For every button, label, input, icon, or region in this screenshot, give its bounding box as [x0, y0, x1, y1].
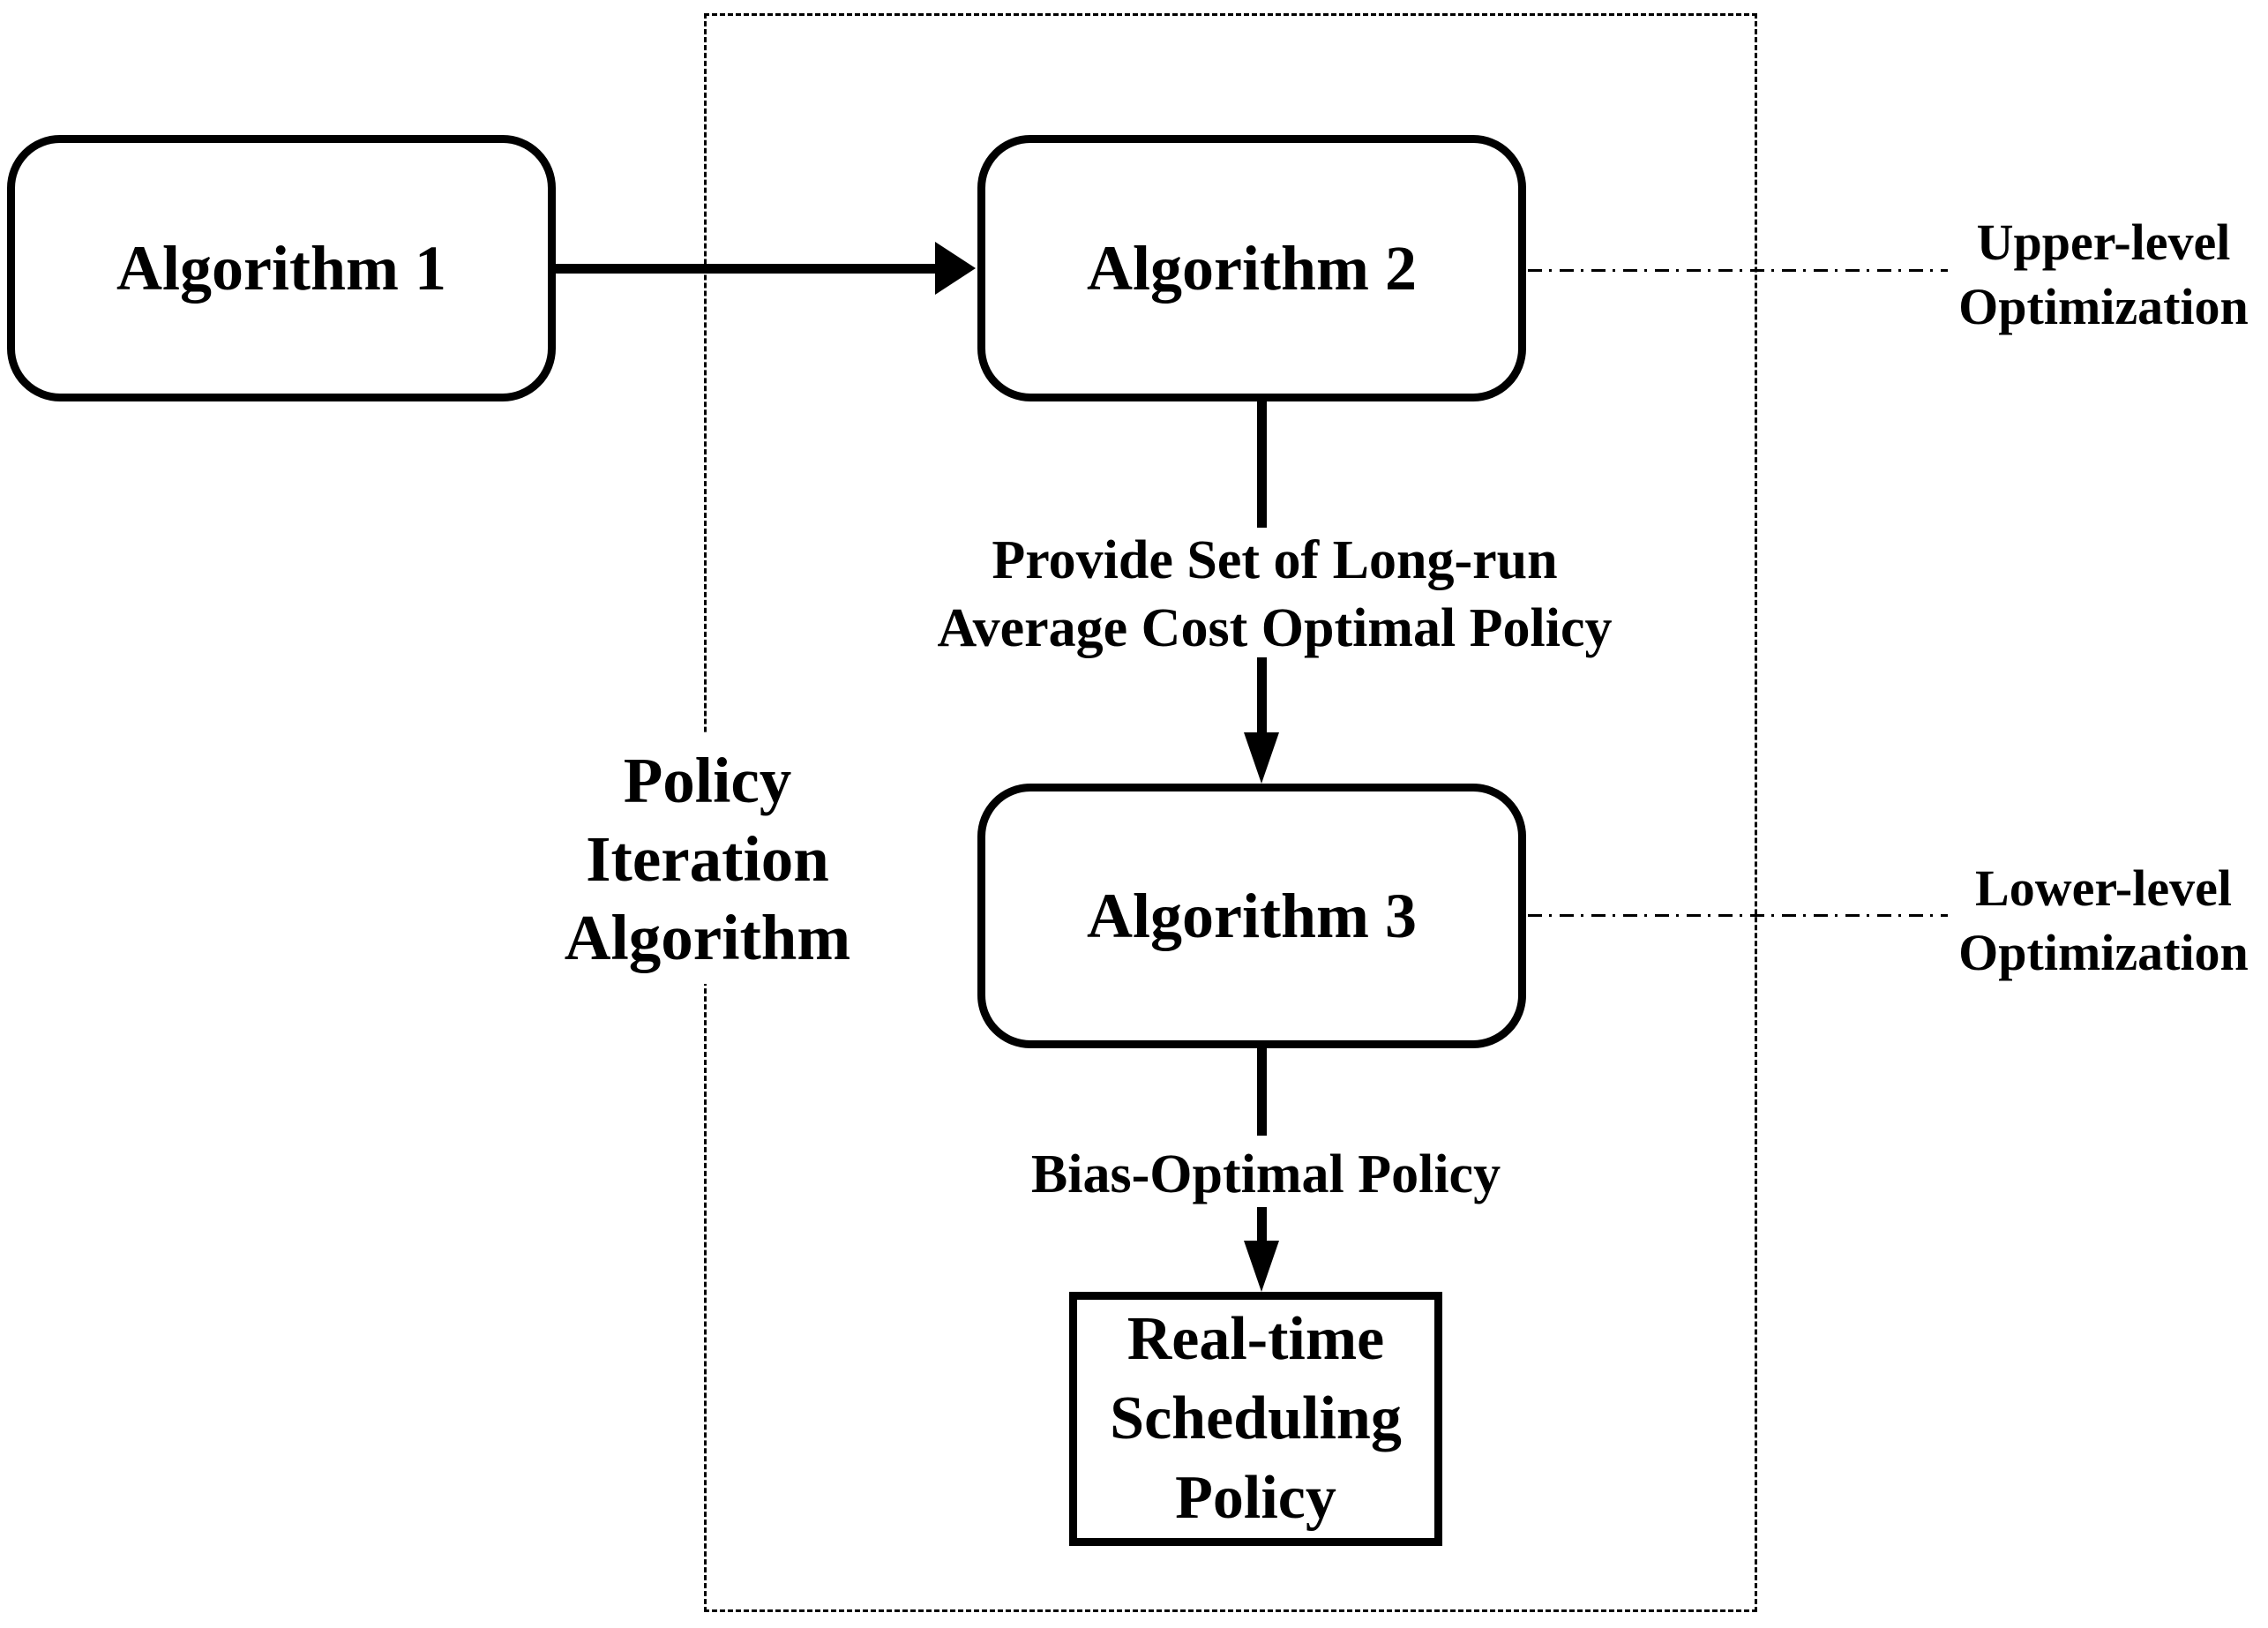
- provide-set-edge-label: Provide Set of Long-run Average Cost Opt…: [869, 527, 1680, 663]
- algorithm-3-label: Algorithm 3: [1087, 880, 1417, 951]
- bias-edge-label-text: Bias-Optimal Policy: [1030, 1144, 1501, 1204]
- algorithm-2-label: Algorithm 2: [1087, 232, 1417, 304]
- upper-level-optimization-label: Upper-level Optimization: [1939, 210, 2268, 339]
- realtime-label-line3: Policy: [1175, 1464, 1336, 1532]
- arrowhead-down-to-realtime: [1244, 1241, 1279, 1292]
- algorithm-2-node: Algorithm 2: [977, 135, 1526, 401]
- algorithm-1-label: Algorithm 1: [116, 232, 446, 304]
- realtime-label-line1: Real-time: [1127, 1305, 1385, 1373]
- upper-level-dashdot-connector: [1528, 269, 1948, 272]
- left-label-line2: Iteration: [586, 823, 829, 895]
- left-label-line3: Algorithm: [564, 902, 851, 973]
- arrow-shaft-algorithm3-to-realtime-upper: [1257, 1047, 1267, 1136]
- provide-edge-label-line2: Average Cost Optimal Policy: [937, 598, 1613, 658]
- realtime-label-line2: Scheduling: [1110, 1384, 1402, 1452]
- arrowhead-down-to-algorithm3: [1244, 732, 1279, 784]
- arrow-shaft-algorithm2-to-algorithm3-lower: [1257, 657, 1267, 733]
- arrowhead-right: [935, 242, 976, 295]
- upper-label-line2: Optimization: [1958, 278, 2249, 335]
- upper-label-line1: Upper-level: [1976, 214, 2231, 271]
- real-time-scheduling-policy-node: Real-time Scheduling Policy: [1069, 1292, 1442, 1546]
- lower-level-dashdot-connector: [1528, 914, 1948, 917]
- provide-edge-label-line1: Provide Set of Long-run: [992, 530, 1558, 590]
- left-label-line1: Policy: [623, 745, 792, 816]
- lower-level-optimization-label: Lower-level Optimization: [1939, 856, 2268, 985]
- algorithm-3-node: Algorithm 3: [977, 784, 1526, 1048]
- lower-label-line1: Lower-level: [1975, 859, 2232, 917]
- arrow-shaft-algorithm2-to-algorithm3-upper: [1257, 401, 1267, 528]
- lower-label-line2: Optimization: [1958, 924, 2249, 981]
- arrow-shaft-algorithm3-to-realtime-lower: [1257, 1207, 1267, 1241]
- arrow-shaft-algorithm1-to-algorithm2: [554, 264, 935, 274]
- bias-optimal-edge-label: Bias-Optimal Policy: [957, 1141, 1575, 1209]
- algorithm-1-node: Algorithm 1: [7, 135, 556, 401]
- policy-iteration-algorithm-label: Policy Iteration Algorithm: [522, 734, 893, 984]
